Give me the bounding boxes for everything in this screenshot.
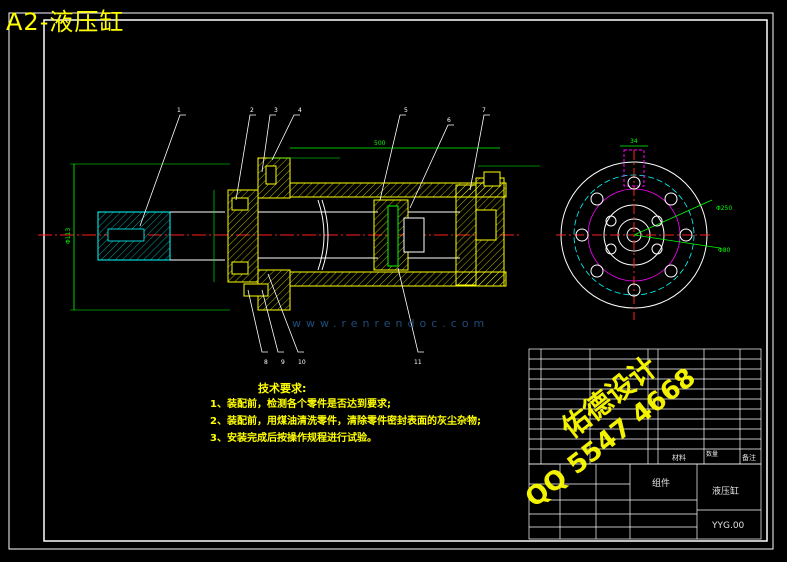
balloon-2: 2	[250, 107, 254, 114]
tech-requirement-2: 2、装配前，用煤油清洗零件，清除零件密封表面的灰尘杂物;	[210, 416, 481, 427]
tech-requirement-3: 3、安装完成后按操作规程进行试验。	[210, 433, 377, 444]
dim-overall: Φ113	[65, 228, 72, 244]
balloon-1: 1	[177, 107, 181, 114]
barrel-top	[289, 182, 507, 198]
tb-material-label: 材料	[672, 453, 686, 462]
drawing-title: A2-液压缸	[6, 8, 125, 36]
parts-list-table	[528, 348, 762, 540]
balloon-8: 8	[264, 359, 268, 366]
dim-stroke: 500	[374, 140, 386, 147]
tb-name: 液压缸	[712, 485, 739, 497]
balloon-7: 7	[482, 107, 486, 114]
balloon-9: 9	[281, 359, 285, 366]
tb-note-label: 备注	[742, 453, 756, 462]
barrel-bottom	[289, 271, 507, 287]
dim-pcd: Φ250	[716, 205, 732, 212]
balloon-5: 5	[404, 107, 408, 114]
cylinder-section-view	[38, 114, 540, 353]
tb-drawing-no: YYG.00	[711, 521, 745, 531]
tb-component: 组件	[652, 477, 670, 489]
balloon-6: 6	[447, 117, 451, 124]
tech-requirement-1: 1、装配前，检测各个零件是否达到要求;	[210, 399, 391, 410]
tech-requirements-heading: 技术要求:	[258, 382, 307, 395]
rear-cap	[455, 184, 477, 286]
dim-slot: 34	[630, 138, 638, 145]
inner-frame	[43, 19, 768, 542]
balloon-3: 3	[274, 107, 278, 114]
tech-requirements: 技术要求: 1、装配前，检测各个零件是否达到要求; 2、装配前，用煤油清洗零件，…	[210, 380, 481, 447]
flange-end-view	[556, 145, 721, 320]
watermark-url: www.renrendoc.com	[292, 317, 490, 330]
tb-count-label: 数量	[706, 450, 718, 458]
outer-frame	[8, 12, 774, 550]
balloon-10: 10	[298, 359, 306, 366]
balloon-4: 4	[298, 107, 302, 114]
dim-od: Φ80	[718, 247, 731, 254]
balloon-11: 11	[414, 359, 422, 366]
